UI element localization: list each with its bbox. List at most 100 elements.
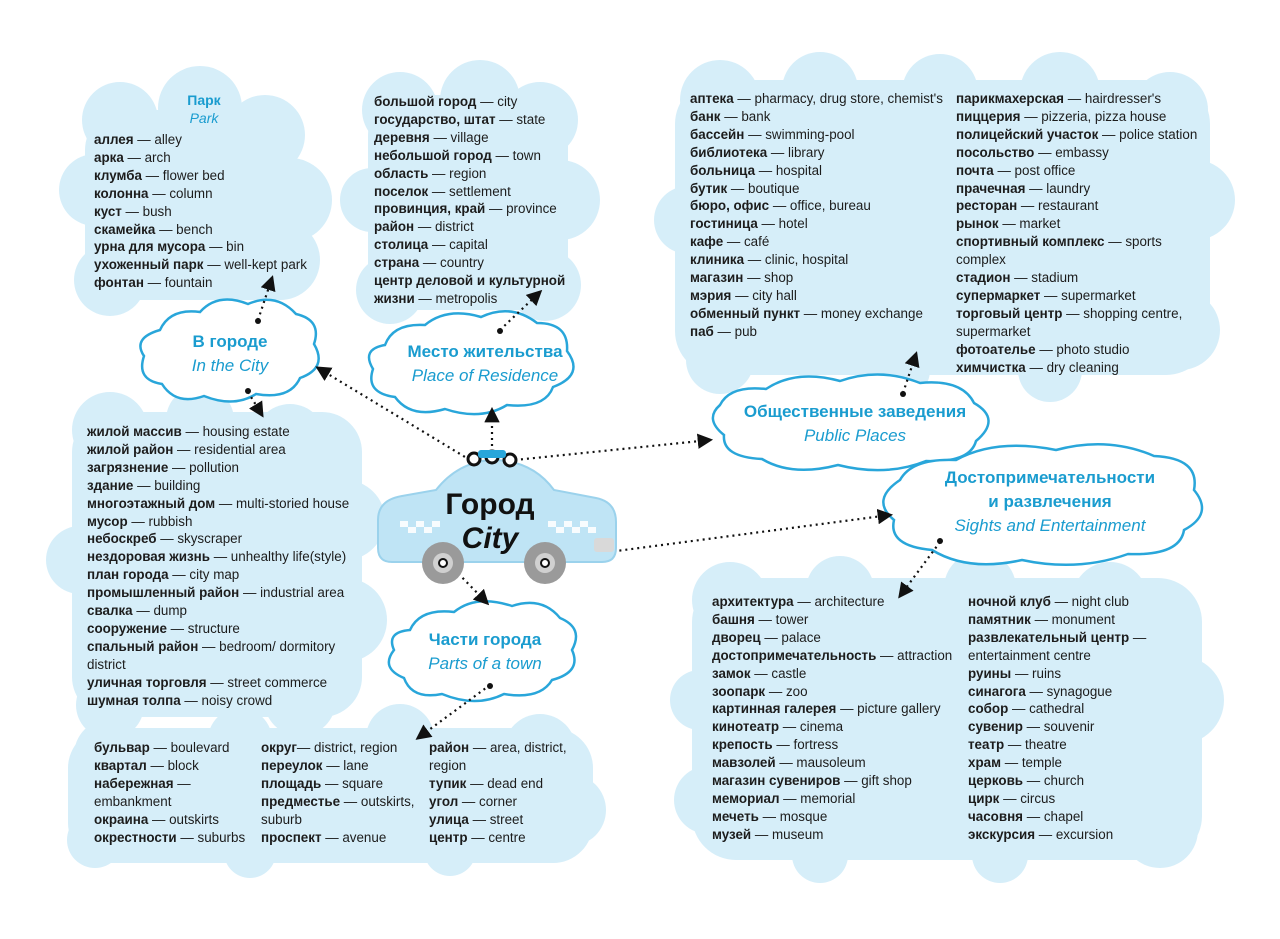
vocab-entry: картинная галерея — picture gallery (712, 700, 968, 718)
vocab-entry: арка — arch (94, 149, 314, 167)
vocab-translation: — housing estate (181, 424, 290, 439)
vocab-translation: — circus (999, 790, 1056, 806)
park-title: Парк (187, 92, 221, 108)
public-cloud (654, 52, 1235, 402)
vocab-entry: крепость — fortress (712, 736, 968, 754)
vocab-translation: — bedroom/ dormitory district (87, 638, 336, 672)
vocab-word: небоскреб (87, 531, 157, 547)
vocab-entry: руины — ruins (968, 665, 1183, 683)
word-clouds (46, 52, 1235, 883)
vocab-entry: мавзолей — mausoleum (712, 754, 968, 772)
vocab-entry: уличная торговля — street commerce (87, 674, 362, 692)
vocab-entry: сооружение — structure (87, 620, 362, 638)
vocab-translation: — block (146, 757, 199, 773)
label-sights-ru-1: Достопримечательности (944, 468, 1156, 487)
vocab-translation: — structure (166, 620, 240, 636)
vocab-word: музей (712, 826, 752, 842)
vocab-translation: — office, bureau (769, 198, 871, 214)
vocab-translation: — café (723, 234, 770, 250)
vocab-word: многоэтажный дом (87, 495, 216, 511)
label-public: Общественные заведения Public Places (720, 400, 990, 448)
vocab-translation: — street commerce (206, 674, 328, 690)
vocab-word: прачечная (956, 180, 1026, 196)
vocab-word: памятник (968, 611, 1031, 627)
vocab-word: полицейский участок (956, 126, 1099, 142)
vocab-translation: — region (428, 165, 487, 181)
vocab-entry: урна для мусора — bin (94, 238, 314, 256)
vocab-entry: магазин — shop (690, 269, 956, 287)
vocab-translation: — province (485, 201, 557, 217)
vocab-word: гостиница (690, 216, 758, 232)
vocab-translation: — souvenir (1022, 719, 1095, 735)
vocab-word: набережная (94, 775, 174, 791)
vocab-translation: — noisy crowd (180, 692, 273, 708)
vocab-word: угол (429, 793, 459, 809)
vocab-word: бассейн (690, 126, 745, 142)
vocab-word: переулок (261, 757, 323, 773)
vocab-entry: область — region (374, 165, 570, 183)
vocab-entry: колонна — column (94, 185, 314, 203)
vocab-entry: парикмахерская — hairdresser's (956, 90, 1206, 108)
vocab-translation: — attraction (876, 647, 953, 663)
vocab-word: государство, штат (374, 111, 496, 127)
vocab-entry: церковь — church (968, 772, 1183, 790)
label-public-en: Public Places (803, 426, 907, 445)
vocab-word: зоопарк (712, 683, 766, 699)
vocab-entry: бутик — boutique (690, 180, 956, 198)
vocab-word: центр (429, 829, 468, 845)
vocab-translation: — country (419, 255, 484, 271)
vocab-entry: ночной клуб — night club (968, 593, 1183, 611)
vocab-word: сооружение (87, 620, 167, 636)
vocab-translation: — fortress (772, 737, 839, 753)
vocab-word: поселок (374, 183, 429, 199)
vocab-word: руины (968, 665, 1012, 681)
vocab-entry: экскурсия — excursion (968, 826, 1183, 844)
vocab-translation: — cathedral (1008, 701, 1085, 717)
vocab-word: кинотеатр (712, 719, 780, 735)
vocab-translation: — supermarket (1040, 287, 1136, 303)
vocab-entry: кинотеатр — cinema (712, 718, 968, 736)
vocab-translation: — temple (1000, 755, 1063, 771)
vocab-translation: — metropolis (414, 290, 498, 306)
vocab-word: ресторан (956, 198, 1018, 214)
vocab-entry: провинция, край — province (374, 200, 570, 218)
label-parts-ru: Части города (428, 630, 542, 649)
vocab-translation: — suburbs (176, 829, 246, 845)
vocab-translation: — outskirts (148, 811, 219, 827)
vocab-entry: спальный район — bedroom/ dormitory dist… (87, 638, 362, 674)
vocab-entry: архитектура — architecture (712, 593, 968, 611)
vocab-entry: собор — cathedral (968, 700, 1183, 718)
vocab-word: проспект (261, 829, 322, 845)
vocab-translation: — pizzeria, pizza house (1020, 108, 1167, 124)
vocab-translation: — flower bed (141, 167, 225, 183)
vocab-entry: нездоровая жизнь — unhealthy life(style) (87, 548, 362, 566)
vocab-translation: — swimming-pool (744, 126, 855, 142)
vocab-translation: — picture gallery (836, 701, 941, 717)
vocab-entry: цирк — circus (968, 790, 1183, 808)
vocab-translation: — museum (751, 826, 824, 842)
vocab-word: промышленный район (87, 585, 240, 601)
vocab-entry: больница — hospital (690, 162, 956, 180)
vocab-translation: — money exchange (800, 305, 923, 321)
label-in-city-en: In the City (191, 356, 269, 375)
vocab-translation: — embankment (94, 775, 191, 809)
park-cloud (59, 66, 332, 316)
vocab-entry: ресторан — restaurant (956, 197, 1206, 215)
vocab-word: тупик (429, 775, 467, 791)
vocab-entry: клиника — clinic, hospital (690, 251, 956, 269)
vocab-entry: куст — bush (94, 203, 314, 221)
vocab-word: магазин (690, 270, 744, 286)
vocab-word: башня (712, 611, 755, 627)
vocab-word: урна для мусора (94, 239, 206, 255)
vocab-word: жилой массив (87, 424, 182, 439)
vocab-translation: — palace (760, 629, 821, 645)
vocab-entry: скамейка — bench (94, 221, 314, 239)
vocab-word: мэрия (690, 287, 732, 303)
sights-cloud (670, 552, 1224, 883)
vocab-entry: небольшой город — town (374, 147, 570, 165)
vocab-translation: — entertainment centre (968, 629, 1147, 663)
vocab-entry: квартал — block (94, 757, 261, 775)
vocab-translation: — avenue (321, 829, 387, 845)
label-clouds (139, 298, 1204, 703)
